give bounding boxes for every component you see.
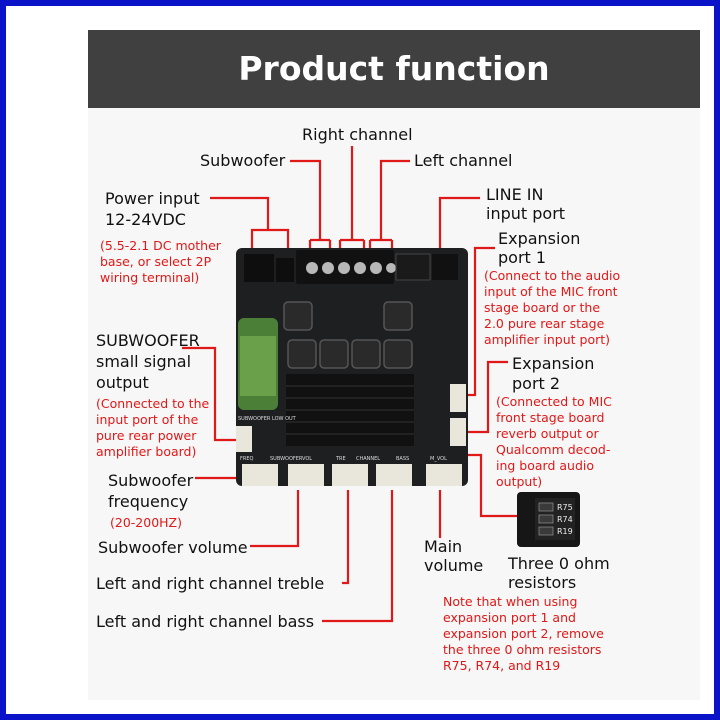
note-exp1-5: amplifier input port) <box>484 332 611 347</box>
label-main-volume: Main <box>424 537 463 556</box>
note-exp1-2: input of the MIC front <box>484 284 618 299</box>
label-treble: Left and right channel treble <box>96 574 325 593</box>
label-expansion-1-port: port 1 <box>498 248 547 267</box>
dc-jack <box>244 254 274 282</box>
label-sub-small-signal: SUBWOOFER <box>96 331 200 350</box>
note-exp2-5: ing board audio <box>496 458 595 473</box>
line-in-jack <box>432 254 458 280</box>
page-title: Product function <box>88 30 700 108</box>
label-line-in-port: input port <box>486 204 566 223</box>
note-remove-5: R75, R74, and R19 <box>443 658 561 673</box>
silk-channel: CHANNEL <box>356 456 380 462</box>
note-exp1-3: stage board or the <box>484 300 601 315</box>
silk-sub-low-out: SUBWOOFER LOW OUT <box>238 416 297 422</box>
note-remove-4: the three 0 ohm resistors <box>443 642 602 657</box>
amplifier-board-image: FREQ SUBWOOFER VOL TRE CHANNEL BASS M_VO… <box>236 248 468 486</box>
silk-subwoofer: SUBWOOFER <box>270 456 303 462</box>
silk-freq: FREQ <box>240 456 254 462</box>
label-line-in: LINE IN <box>486 185 544 204</box>
label-sub-volume: Subwoofer volume <box>98 538 248 557</box>
expansion-port-1-connector <box>450 384 466 412</box>
label-sub-frequency-2: frequency <box>108 492 189 511</box>
label-zero-ohm-resistors: Three 0 ohm <box>508 554 610 573</box>
note-exp2-1: (Connected to MIC <box>496 394 612 409</box>
note-sub-small-2: input port of the <box>96 412 199 427</box>
note-sub-frequency: (20-200HZ) <box>110 515 182 530</box>
power-terminal <box>276 258 294 282</box>
label-power-input: Power input <box>105 189 200 208</box>
note-sub-small-3: pure rear power <box>96 428 197 443</box>
silk-tre: TRE <box>335 456 346 462</box>
note-power-3: wiring terminal) <box>100 270 200 285</box>
board-drawing: FREQ SUBWOOFER VOL TRE CHANNEL BASS M_VO… <box>236 250 466 486</box>
label-sub-small-signal-3: output <box>96 373 149 392</box>
expansion-port-2-connector <box>450 418 466 446</box>
label-right-channel: Right channel <box>302 125 413 144</box>
label-bass: Left and right channel bass <box>96 612 315 631</box>
silk-m-vol: M_VOL <box>430 456 447 462</box>
label-sub-frequency: Subwoofer <box>108 471 194 490</box>
label-subwoofer: Subwoofer <box>200 151 286 170</box>
note-sub-small-4: amplifier board) <box>96 444 197 459</box>
note-power-2: base, or select 2P <box>100 254 212 269</box>
label-main-volume-2: volume <box>424 556 484 575</box>
note-exp1-4: 2.0 pure rear stage <box>484 316 605 331</box>
silk-vol: VOL <box>302 456 312 462</box>
note-sub-small-1: (Connected to the <box>96 396 210 411</box>
label-power-voltage: 12-24VDC <box>105 210 186 229</box>
label-sub-small-signal-2: small signal <box>96 352 192 371</box>
label-left-channel: Left channel <box>414 151 513 170</box>
note-exp2-4: Qualcomm decod- <box>496 442 611 457</box>
note-exp2-6: output) <box>496 474 543 489</box>
label-zero-ohm-resistors-2: resistors <box>508 573 577 592</box>
note-power-1: (5.5-2.1 DC mother <box>100 238 221 253</box>
note-exp2-3: reverb output or <box>496 426 599 441</box>
silk-r74: R74 <box>557 515 573 524</box>
note-remove-1: Note that when using <box>443 594 578 609</box>
sub-low-out-connector <box>236 426 252 452</box>
label-expansion-1: Expansion <box>498 229 581 248</box>
note-remove-3: expansion port 2, remove <box>443 626 604 641</box>
label-expansion-2-port: port 2 <box>512 374 561 393</box>
resistor-zoom-image: R75 R74 R19 <box>517 492 580 547</box>
label-expansion-2: Expansion <box>512 354 595 373</box>
silk-bass: BASS <box>396 456 409 462</box>
note-exp1-1: (Connect to the audio <box>484 268 621 283</box>
note-exp2-2: front stage board <box>496 410 605 425</box>
note-remove-2: expansion port 1 and <box>443 610 576 625</box>
silk-r75: R75 <box>557 503 573 512</box>
silk-r19: R19 <box>557 527 573 536</box>
